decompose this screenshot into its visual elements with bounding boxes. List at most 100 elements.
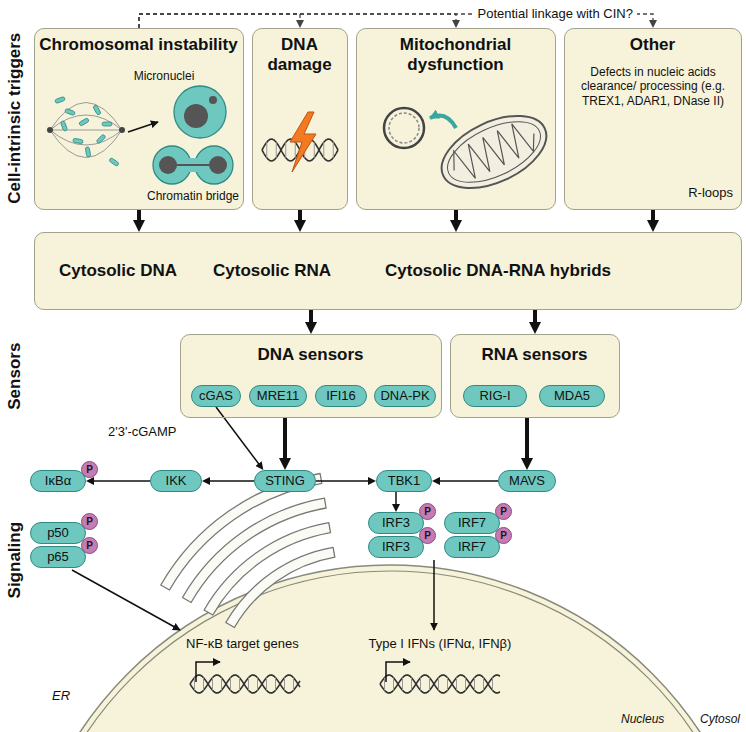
- trigger-box: Chromosomal instabilityMicronucleiChroma…: [34, 28, 244, 210]
- micronucleated-cell: [184, 104, 208, 128]
- gene-label: NF-κB target genes: [186, 636, 299, 652]
- er-membrane: [204, 523, 330, 615]
- signal-arrow: [72, 570, 180, 630]
- signal-arrow: [386, 662, 410, 682]
- signal-arrow: [436, 480, 498, 482]
- signal-arrow: [395, 492, 397, 508]
- protein-pill: IκBα: [30, 470, 86, 492]
- dna-helix: [194, 678, 195, 691]
- mitochondrial-dna: [389, 113, 419, 143]
- signal-arrow: [137, 210, 141, 224]
- box-text: Micronuclei: [129, 69, 199, 83]
- process-arrow: [128, 122, 158, 132]
- micronucleated-cell: [209, 96, 217, 104]
- sensor-box: RNA sensorsRIG-IMDA5: [450, 334, 620, 418]
- box-fill: [180, 334, 442, 418]
- signal-arrow: [196, 662, 220, 682]
- protein-name: cGAS: [199, 388, 233, 404]
- protein-pill: TBK1: [376, 470, 432, 492]
- protein-pill: MAVS: [498, 470, 556, 492]
- protein-name: IKK: [166, 473, 187, 489]
- trigger-box: Mitochondrial dysfunction: [356, 28, 556, 210]
- signal-arrow: [283, 418, 287, 462]
- row-title: Signaling: [5, 522, 25, 599]
- bridged-cells: [176, 164, 210, 166]
- signal-arrow: [90, 480, 150, 482]
- chromosome: [55, 96, 120, 166]
- row-title: Cell-intrinsic triggers: [5, 33, 25, 204]
- signal-arrow: [316, 480, 372, 482]
- box-title: Other: [565, 35, 740, 55]
- cytosolic-band: Cytosolic DNACytosolic RNACytosolic DNA-…: [34, 232, 742, 310]
- dna-helix: [203, 678, 204, 691]
- mitochondrial-dna: [430, 116, 456, 128]
- dna-helix: [190, 139, 500, 693]
- protein-pill: STING: [254, 470, 316, 492]
- bridged-cells: [209, 156, 227, 174]
- chromosome: [96, 134, 106, 144]
- nucleus-membrane: [25, 571, 746, 732]
- chromosome: [65, 108, 76, 115]
- mitotic-spindle: [50, 130, 122, 131]
- protein-name: MAVS: [509, 473, 545, 489]
- box-fill: [252, 28, 348, 210]
- chromosome: [93, 105, 101, 116]
- gene-label: Type I IFNs (IFNα, IFNβ): [369, 636, 512, 652]
- dna-helix: [248, 678, 249, 691]
- bridged-cells: [159, 156, 177, 174]
- chromosome: [79, 118, 90, 126]
- dna-helix: [314, 142, 315, 158]
- protein-pill: IRF7: [444, 536, 500, 558]
- chromosome: [109, 157, 119, 166]
- damage-bolt: [290, 112, 316, 172]
- protein-name: MRE11: [257, 388, 299, 404]
- phospho-mark: P: [81, 461, 98, 478]
- signal-arrow: [298, 210, 302, 224]
- dna-helix: [333, 142, 334, 158]
- signal-arrow: [433, 560, 435, 630]
- micronucleated-cell: [174, 86, 226, 138]
- er-membrane: [226, 547, 335, 627]
- dna-helix: [393, 678, 394, 691]
- damage-bolt: [290, 112, 316, 172]
- box-text: Chromatin bridge: [135, 189, 251, 203]
- phospho-mark: P: [81, 537, 98, 554]
- dashed-arrow: [139, 14, 300, 28]
- box-title: DNA sensors: [181, 345, 440, 365]
- phospho-mark: P: [419, 503, 436, 520]
- protein-pill: IKK: [150, 470, 202, 492]
- dna-helix: [465, 678, 466, 691]
- dashed-arrow: [139, 14, 456, 28]
- row-title: Sensors: [5, 343, 25, 410]
- chromosome: [55, 96, 66, 103]
- mitotic-spindle: [47, 103, 125, 158]
- er-membrane: [161, 474, 335, 628]
- protein-name: IFI16: [326, 388, 356, 404]
- dna-helix: [323, 142, 324, 158]
- protein-name: p65: [47, 549, 69, 565]
- protein-pill: IFI16: [315, 385, 367, 407]
- bridged-cells: [153, 146, 233, 184]
- nucleus-membrane: [19, 565, 746, 732]
- box-text: Cytosolic RNA: [213, 261, 373, 281]
- protein-name: IRF3: [382, 515, 410, 531]
- dna-helix: [190, 675, 300, 693]
- dna-helix: [380, 675, 500, 693]
- mitochondrion: [439, 109, 550, 195]
- phospho-mark: P: [495, 527, 512, 544]
- box-title: Cytosolic DNA: [59, 261, 219, 281]
- box-fill: [564, 28, 742, 210]
- dna-helix: [429, 678, 430, 691]
- nucleus-membrane: [19, 565, 746, 732]
- dna-helix: [275, 678, 276, 691]
- mitotic-spindle: [47, 127, 53, 133]
- protein-pill: IRF3: [368, 512, 424, 534]
- box-fill: [450, 334, 620, 418]
- dna-helix: [483, 678, 484, 691]
- dna-helix: [212, 678, 213, 691]
- protein-name: STING: [265, 473, 305, 489]
- protein-name: TBK1: [388, 473, 421, 489]
- box-fill: [34, 232, 742, 310]
- mitotic-spindle: [119, 127, 125, 133]
